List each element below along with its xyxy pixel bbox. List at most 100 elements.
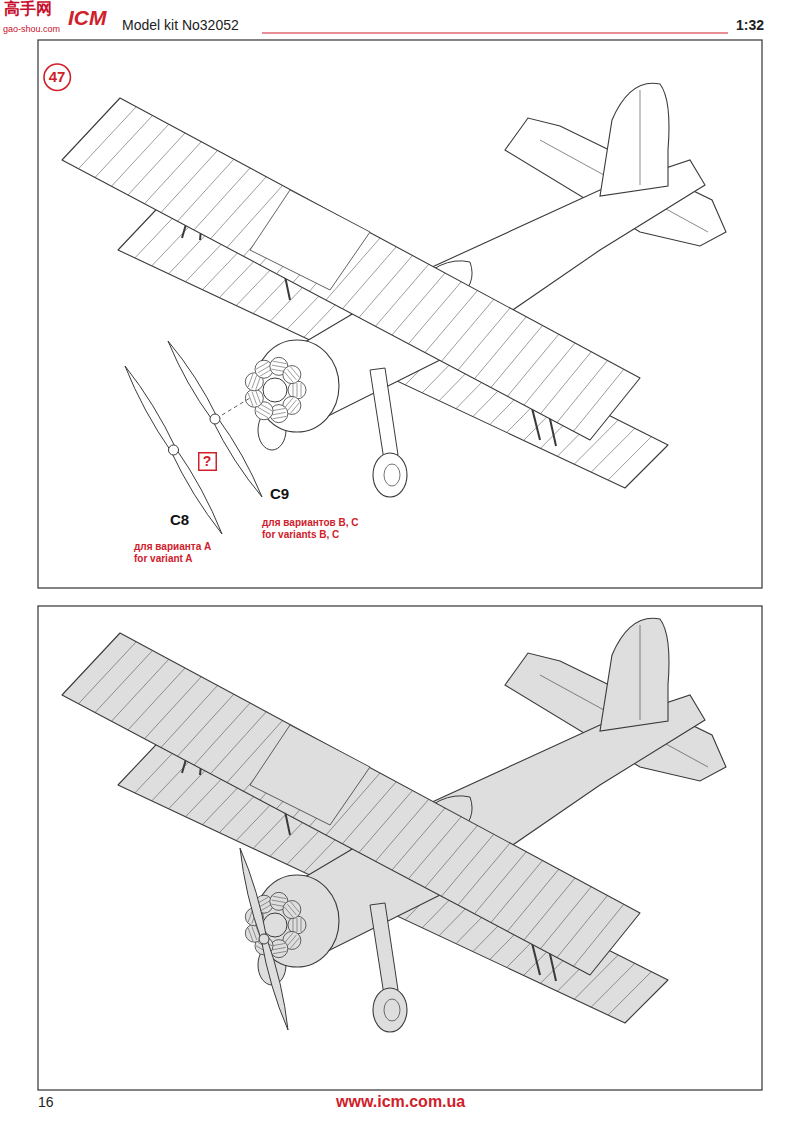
part-number: C9 xyxy=(270,485,289,502)
wheel-hub xyxy=(384,464,400,486)
centre-section xyxy=(250,725,370,825)
gear-leg xyxy=(370,903,398,995)
wing-rib xyxy=(128,668,185,730)
fin xyxy=(600,618,669,731)
wing-rib xyxy=(409,282,462,344)
wing-rib xyxy=(194,168,250,230)
cylinder-fin xyxy=(297,918,298,932)
propeller-installed xyxy=(240,848,288,1030)
propeller-options xyxy=(125,341,262,534)
cylinder-fin xyxy=(272,900,286,902)
wing-rib xyxy=(376,799,429,861)
engine-cylinder xyxy=(283,366,301,384)
cylinder-fin xyxy=(287,935,296,946)
wing-rib xyxy=(112,124,169,186)
gear-leg xyxy=(370,368,398,460)
wing-rib xyxy=(574,904,624,966)
wing xyxy=(62,98,640,440)
wing-rib xyxy=(442,299,494,361)
cylinder-fin xyxy=(273,896,287,898)
node-text: ? xyxy=(203,454,212,468)
wing-rib xyxy=(79,107,137,169)
cylinder-fin xyxy=(290,902,299,913)
wing-rib xyxy=(128,133,185,195)
centre-section xyxy=(250,190,370,290)
wing-rib xyxy=(491,861,543,923)
cylinder-fin xyxy=(273,951,287,953)
watermark: 高手网 xyxy=(4,0,52,18)
cylinder-fin xyxy=(284,907,293,918)
cylinder-fin xyxy=(252,375,257,388)
wing-rib xyxy=(161,686,218,748)
cylinder-fin xyxy=(284,372,293,383)
rudder-hinge xyxy=(640,625,641,720)
cylinder-fin xyxy=(293,918,294,932)
wing-rib xyxy=(145,142,202,204)
fin xyxy=(600,83,669,196)
wing-rib xyxy=(194,703,250,765)
wing-rib xyxy=(458,843,510,905)
wing-rib xyxy=(112,659,169,721)
cylinder-fin xyxy=(284,932,293,943)
wheel xyxy=(373,988,407,1032)
wing-rib xyxy=(475,852,527,914)
propeller-hub xyxy=(169,445,179,455)
cylinder-fin xyxy=(252,392,257,405)
wing-rib xyxy=(541,352,592,414)
brand-logo: ICM xyxy=(68,6,107,30)
wing-rib xyxy=(211,712,267,774)
wing-rib xyxy=(475,317,527,379)
cylinder-fin xyxy=(273,416,287,418)
cylinder-fin xyxy=(301,918,302,932)
cylinder-fin xyxy=(256,411,268,418)
wing-rib xyxy=(608,972,651,1015)
cylinder-fin xyxy=(287,369,296,380)
cylinder-fin xyxy=(301,383,302,397)
wing-rib xyxy=(392,273,445,335)
wheel xyxy=(373,453,407,497)
part-number: C8 xyxy=(170,511,189,528)
cylinder-fin xyxy=(272,947,286,949)
cylinder-fin xyxy=(284,397,293,408)
propeller-hub xyxy=(259,934,269,944)
kit-number: Model kit No32052 xyxy=(122,17,239,33)
wing-rib xyxy=(95,116,153,178)
cylinder-fin xyxy=(256,377,261,390)
header-rule xyxy=(262,32,728,33)
cylinder-fin xyxy=(297,383,298,397)
assembly-guide xyxy=(222,398,250,415)
wing-rib xyxy=(161,151,218,213)
wheel-hub xyxy=(384,999,400,1021)
wing-rib xyxy=(591,963,635,1007)
wing-rib xyxy=(491,326,543,388)
wing-rib xyxy=(442,834,494,896)
cylinder-fin xyxy=(293,383,294,397)
wing-rib xyxy=(508,334,559,396)
cylinder-fin xyxy=(271,904,285,906)
website: www.icm.com.ua xyxy=(336,1093,465,1111)
node-text: 47 xyxy=(49,69,66,84)
wing xyxy=(62,633,640,975)
wing-rib xyxy=(178,159,234,221)
wing-rib xyxy=(425,826,478,888)
cylinder-fin xyxy=(287,904,296,915)
wing-rib xyxy=(425,291,478,353)
wing-rib xyxy=(458,308,510,370)
step-number: 47 xyxy=(43,63,71,91)
wing-rib xyxy=(574,369,624,431)
cylinder-fin xyxy=(248,374,253,387)
cylinder-fin xyxy=(290,403,299,414)
cylinder-fin xyxy=(252,927,257,940)
engine-cylinder xyxy=(245,389,263,407)
page-number: 16 xyxy=(38,1094,54,1110)
wing-rib xyxy=(178,694,234,756)
wing-rib xyxy=(557,361,608,423)
cylinder-fin xyxy=(290,367,299,378)
wing-rib xyxy=(95,651,153,713)
rudder-hinge xyxy=(640,90,641,185)
cylinder-fin xyxy=(273,361,287,363)
cylinder-fin xyxy=(272,365,286,367)
wing-rib xyxy=(211,177,267,239)
